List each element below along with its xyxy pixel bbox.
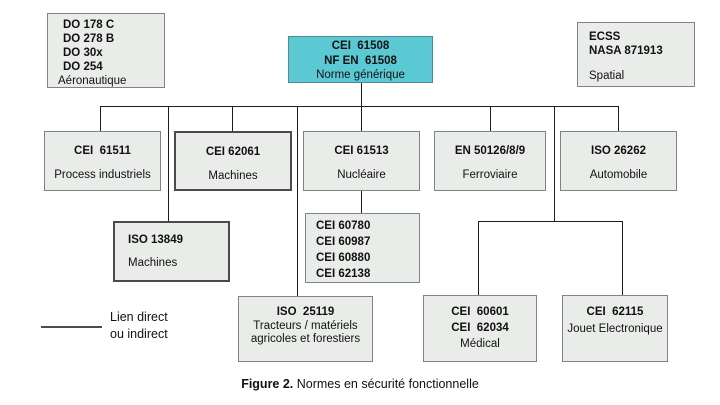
node-medical: CEI 60601 CEI 62034 Médical — [423, 295, 537, 362]
standard-code: CEI 61511 — [74, 145, 131, 157]
domain-label: Aéronautique — [58, 75, 127, 87]
domain-label: Nucléaire — [337, 169, 386, 181]
connector-generique-to-bus — [361, 83, 362, 106]
node-automobile: ISO 26262 Automobile — [560, 131, 677, 191]
domain-label: Jouet Electronique — [567, 323, 663, 335]
standard-code: CEI 62138 — [316, 268, 371, 280]
connector-drop-medical — [478, 221, 479, 295]
legend-text-line1: Lien direct — [110, 310, 168, 324]
figure-caption: Figure 2. Normes en sécurité fonctionnel… — [0, 377, 720, 391]
standard-code: CEI 61508 — [331, 40, 390, 52]
domain-label: Norme générique — [316, 69, 405, 81]
standard-code: CEI 62061 — [205, 146, 261, 158]
domain-label: Machines — [208, 170, 258, 182]
standard-code: ISO 13849 — [128, 234, 183, 246]
legend-line-sample — [41, 326, 102, 328]
connector-bus — [100, 106, 619, 107]
domain-label: Process industriels — [54, 169, 151, 181]
standard-code: EN 50126/8/9 — [454, 145, 526, 157]
node-process-industriels: CEI 61511 Process industriels — [44, 131, 161, 191]
connector-drop-process — [100, 106, 101, 131]
connector-drop-tracteurs — [297, 106, 298, 296]
figure-caption-number: Figure 2. — [241, 377, 294, 391]
standard-code: NF EN 61508 — [324, 54, 397, 67]
standard-code: CEI 60987 — [316, 236, 371, 248]
figure-caption-text: Normes en sécurité fonctionnelle — [293, 377, 479, 391]
node-spatial: ECSS NASA 871913 Spatial — [577, 22, 695, 87]
connector-drop-machines-13849 — [168, 106, 169, 221]
domain-label: Tracteurs / matériels agricoles et fores… — [250, 319, 361, 346]
node-jouet-electronique: CEI 62115 Jouet Electronique — [562, 295, 668, 362]
standard-code: ISO 25119 — [276, 306, 335, 318]
standard-code: DO 278 B — [63, 33, 115, 45]
node-nucleaire: CEI 61513 Nucléaire — [303, 131, 420, 191]
node-aeronautique: DO 178 C DO 278 B DO 30x DO 254 Aéronaut… — [47, 13, 165, 88]
domain-label: Machines — [128, 257, 178, 269]
connector-drop-right-branch — [554, 106, 555, 221]
domain-label: Automobile — [589, 169, 648, 181]
node-nucleaire-group: CEI 60780 CEI 60987 CEI 60880 CEI 62138 — [305, 213, 420, 283]
standard-code: CEI 60780 — [316, 220, 371, 232]
node-norme-generique: CEI 61508 NF EN 61508 Norme générique — [288, 36, 433, 83]
legend-text-line2: ou indirect — [110, 327, 168, 341]
standard-code: DO 178 C — [63, 19, 115, 31]
standard-code: ISO 26262 — [591, 145, 646, 157]
standard-code: ECSS — [589, 31, 621, 43]
node-tracteurs: ISO 25119 Tracteurs / matériels agricole… — [238, 296, 373, 362]
node-machines-62061: CEI 62061 Machines — [174, 131, 292, 191]
domain-label: Spatial — [589, 70, 625, 82]
domain-label: Ferroviaire — [462, 169, 518, 181]
connector-drop-ferroviaire — [490, 106, 491, 131]
node-machines-13849: ISO 13849 Machines — [113, 221, 230, 282]
connector-drop-machines-62061 — [232, 106, 233, 131]
legend: Lien direct ou indirect — [110, 309, 168, 343]
connector-drop-nucleaire — [361, 106, 362, 131]
standard-code: CEI 61513 — [334, 145, 389, 157]
standard-code: NASA 871913 — [589, 45, 663, 57]
connector-drop-automobile — [618, 106, 619, 131]
connector-right-branch-bar — [478, 221, 623, 222]
standard-code: CEI 60880 — [316, 252, 371, 264]
standard-code: DO 30x — [63, 47, 103, 59]
connector-nucleaire-to-group — [361, 191, 362, 213]
standard-code: DO 254 — [63, 61, 103, 73]
domain-label: Médical — [460, 338, 500, 350]
standard-code: CEI 60601 — [451, 306, 509, 318]
node-ferroviaire: EN 50126/8/9 Ferroviaire — [434, 131, 546, 191]
standard-code: CEI 62115 — [586, 306, 644, 318]
standard-code: CEI 62034 — [451, 322, 509, 334]
connector-drop-jouet — [622, 221, 623, 295]
